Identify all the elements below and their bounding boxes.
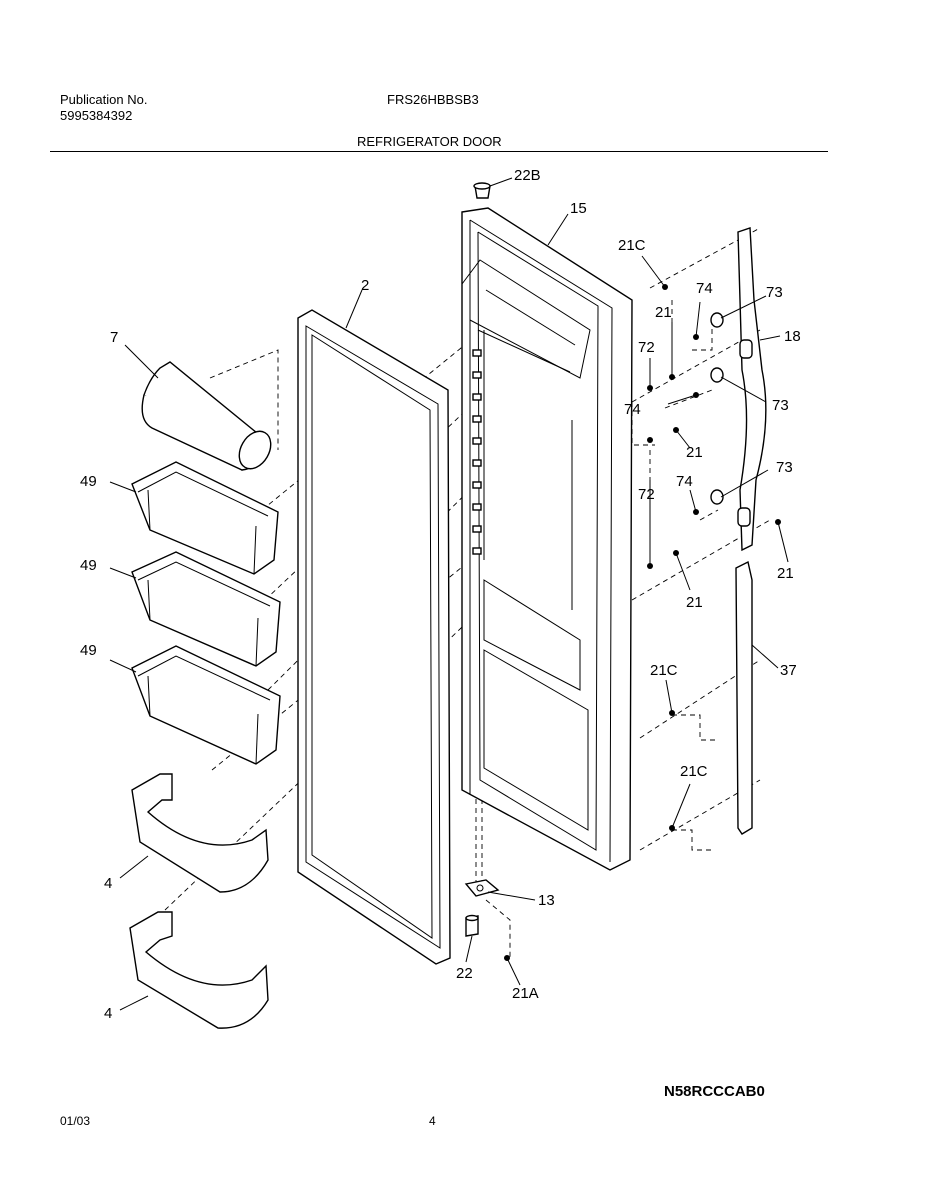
diagram-code: N58RCCCAB0: [664, 1083, 765, 1100]
callout-4-a: 4: [104, 875, 112, 892]
part-49-bin-2: [131, 551, 281, 667]
section-title: REFRIGERATOR DOOR: [357, 134, 502, 149]
callout-74-a: 74: [696, 280, 713, 297]
callout-72-b: 72: [638, 486, 655, 503]
callout-74-c: 74: [676, 473, 693, 490]
door-shelf-clips: [472, 349, 482, 555]
part-49-bin-3: [131, 645, 281, 765]
callout-73-b: 73: [772, 397, 789, 414]
callout-2: 2: [361, 277, 369, 294]
callout-18: 18: [784, 328, 801, 345]
callout-13: 13: [538, 892, 555, 909]
leader-lines: [109, 177, 789, 1011]
part-22-bushing: [465, 914, 479, 937]
callout-74-b: 74: [624, 401, 641, 418]
callout-49-a: 49: [80, 473, 97, 490]
callout-7: 7: [110, 329, 118, 346]
callout-22: 22: [456, 965, 473, 982]
callout-21a: 21A: [512, 985, 539, 1002]
callout-4-b: 4: [104, 1005, 112, 1022]
footer-date: 01/03: [60, 1114, 91, 1128]
part-15-door: [461, 207, 633, 871]
part-7-cylinder: [141, 361, 272, 471]
callout-49-b: 49: [80, 557, 97, 574]
callout-21-c: 21: [777, 565, 794, 582]
callout-21c-top: 21C: [618, 237, 646, 254]
part-18-handle: [737, 227, 767, 552]
part-22b-cap: [473, 182, 491, 199]
callout-49-c: 49: [80, 642, 97, 659]
model-number: FRS26HBBSB3: [387, 92, 479, 107]
part-13-hinge: [464, 879, 500, 897]
callout-73-a: 73: [766, 284, 783, 301]
callout-73-c: 73: [776, 459, 793, 476]
publication-label: Publication No.: [60, 92, 148, 107]
callout-21c-low: 21C: [680, 763, 708, 780]
header-rule: [50, 151, 828, 152]
callout-21-d: 21: [686, 594, 703, 611]
part-4-shelf-1: [131, 773, 269, 893]
callout-21-b: 21: [686, 444, 703, 461]
publication-number: 5995384392: [60, 108, 133, 123]
callout-37: 37: [780, 662, 797, 679]
part-37-trim: [735, 560, 753, 835]
callout-15: 15: [570, 200, 587, 217]
part-49-bin-1: [131, 461, 279, 575]
callout-21-a: 21: [655, 304, 672, 321]
callout-21c-mid: 21C: [650, 662, 678, 679]
part-2-gasket: [297, 309, 451, 965]
callout-22b: 22B: [514, 167, 541, 184]
callout-72-a: 72: [638, 339, 655, 356]
part-4-shelf-2: [129, 911, 269, 1029]
part-73-fasteners: [710, 312, 724, 505]
page-number: 4: [429, 1114, 436, 1128]
callout-labels: 22B 15 21C 2 74 73 21 18 7 72 74 73 21 4…: [80, 167, 801, 1022]
